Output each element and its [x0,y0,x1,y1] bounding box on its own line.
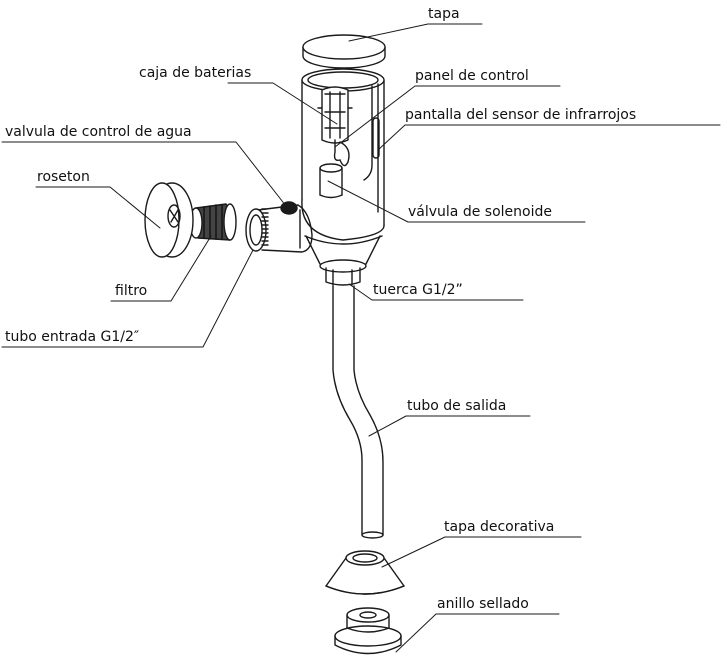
rosette [145,183,193,257]
filter [190,204,236,240]
label-tubo-salida: tubo de salida [407,398,507,414]
label-anillo-sellado: anillo sellado [437,596,529,612]
battery-box [318,87,352,160]
inlet-connector [246,202,312,252]
label-caja-de-baterias: caja de baterias [139,65,252,81]
leader-lines [2,24,720,652]
label-panel-de-control: panel de control [415,68,529,84]
label-tubo-entrada: tubo entrada G1/2″ [5,329,140,345]
valve-body [302,69,384,285]
sealing-ring [335,608,401,654]
control-panel [340,118,379,166]
solenoid-valve [320,164,342,198]
label-tapa: tapa [428,6,460,22]
label-valvula-control-agua: valvula de control de agua [5,124,192,140]
label-pantalla-sensor: pantalla del sensor de infrarrojos [405,107,637,123]
outlet-pipe [333,286,383,538]
label-filtro: filtro [115,283,148,299]
decorative-cap [326,551,404,594]
label-valvula-solenoide: válvula de solenoide [408,204,552,220]
label-tuerca: tuerca G1/2” [373,282,463,298]
label-tapa-decorativa: tapa decorativa [444,519,555,535]
top-cap [303,35,385,68]
label-roseton: roseton [37,169,90,185]
